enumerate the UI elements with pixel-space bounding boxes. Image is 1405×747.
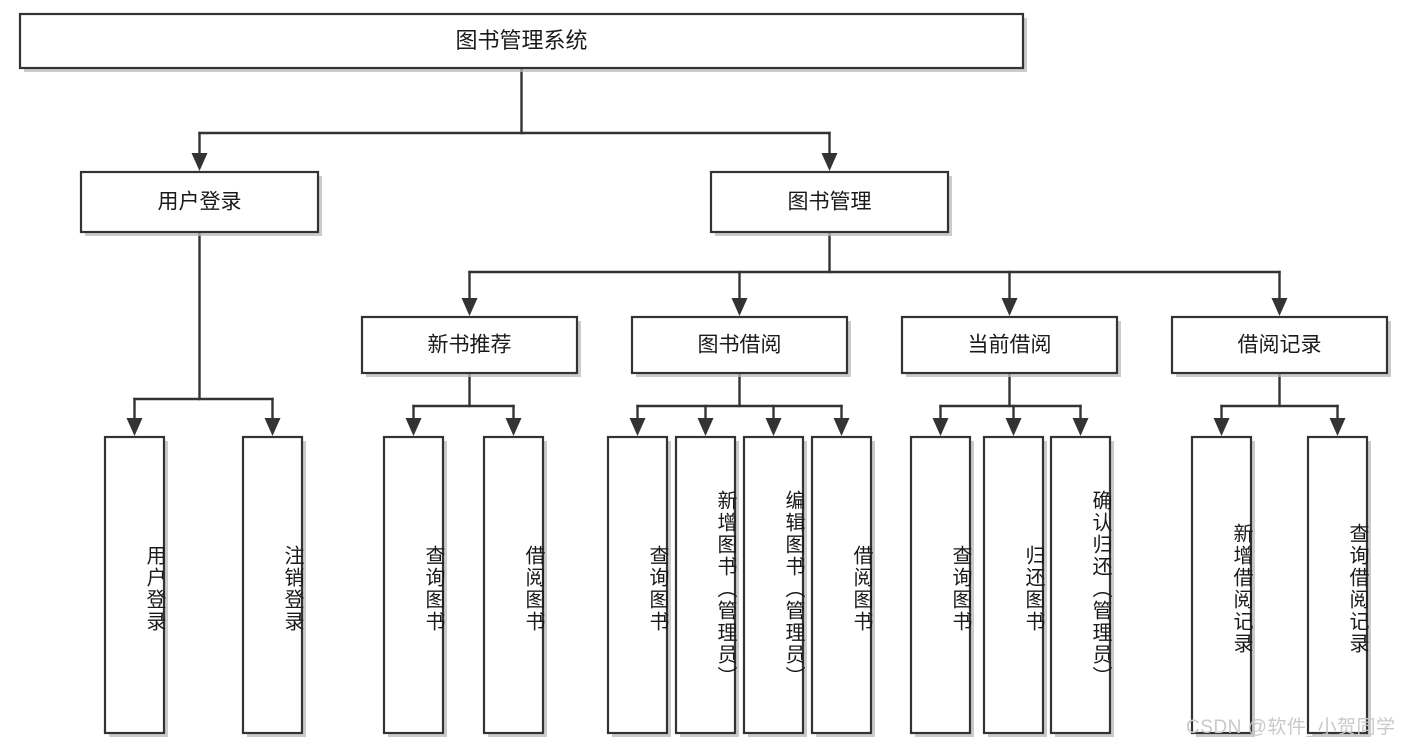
- node-label-current-borrow: 当前借阅: [968, 334, 1052, 357]
- arrow-root-1: [821, 153, 838, 171]
- node-label-book-borrow: 图书借阅: [698, 334, 782, 357]
- arrow-current-borrow-1: [1005, 418, 1022, 436]
- arrow-user-login-0: [126, 418, 143, 436]
- node-box-leaf-query-record[interactable]: [1306, 435, 1369, 735]
- node-box-current-borrow[interactable]: [900, 315, 1119, 375]
- arrow-current-borrow-2: [1072, 418, 1089, 436]
- node-box-leaf-add-record[interactable]: [1190, 435, 1253, 735]
- node-box-leaf-add-book[interactable]: [674, 435, 737, 735]
- node-label-new-book-recommend: 新书推荐: [428, 334, 512, 357]
- node-box-leaf-logout[interactable]: [241, 435, 304, 735]
- arrow-new-book-recommend-0: [405, 418, 422, 436]
- arrow-book-borrow-1: [697, 418, 714, 436]
- node-box-book-manage[interactable]: [709, 170, 950, 234]
- arrow-book-manage-1: [731, 298, 748, 316]
- arrow-user-login-1: [264, 418, 281, 436]
- watermark-text: CSDN @软件_小贺同学: [1186, 717, 1396, 738]
- node-box-leaf-edit-book[interactable]: [742, 435, 805, 735]
- node-label-borrow-record: 借阅记录: [1238, 334, 1322, 357]
- node-box-leaf-borrow-book-1[interactable]: [482, 435, 545, 735]
- node-box-borrow-record[interactable]: [1170, 315, 1389, 375]
- node-box-leaf-return-book[interactable]: [982, 435, 1045, 735]
- arrow-new-book-recommend-1: [505, 418, 522, 436]
- node-box-leaf-user-login[interactable]: [103, 435, 166, 735]
- box-layer: [18, 12, 1389, 735]
- arrow-borrow-record-0: [1213, 418, 1230, 436]
- arrow-borrow-record-1: [1329, 418, 1346, 436]
- node-box-book-borrow[interactable]: [630, 315, 849, 375]
- arrow-book-borrow-0: [629, 418, 646, 436]
- node-box-leaf-confirm-return[interactable]: [1049, 435, 1112, 735]
- node-label-user-login: 用户登录: [158, 191, 242, 214]
- arrow-book-manage-0: [461, 298, 478, 316]
- node-box-leaf-query-book-1[interactable]: [382, 435, 445, 735]
- arrow-book-borrow-3: [833, 418, 850, 436]
- node-box-root[interactable]: [18, 12, 1025, 70]
- node-box-leaf-borrow-book-2[interactable]: [810, 435, 873, 735]
- node-box-user-login[interactable]: [79, 170, 320, 234]
- node-label-root: 图书管理系统: [455, 28, 587, 53]
- arrow-current-borrow-0: [932, 418, 949, 436]
- node-label-book-manage: 图书管理: [788, 191, 872, 214]
- node-box-leaf-query-book-3[interactable]: [909, 435, 972, 735]
- arrow-book-borrow-2: [765, 418, 782, 436]
- node-box-leaf-query-book-2[interactable]: [606, 435, 669, 735]
- arrow-book-manage-2: [1001, 298, 1018, 316]
- arrow-book-manage-3: [1271, 298, 1288, 316]
- node-box-new-book-recommend[interactable]: [360, 315, 579, 375]
- connector-layer: [126, 66, 1346, 436]
- arrow-root-0: [191, 153, 208, 171]
